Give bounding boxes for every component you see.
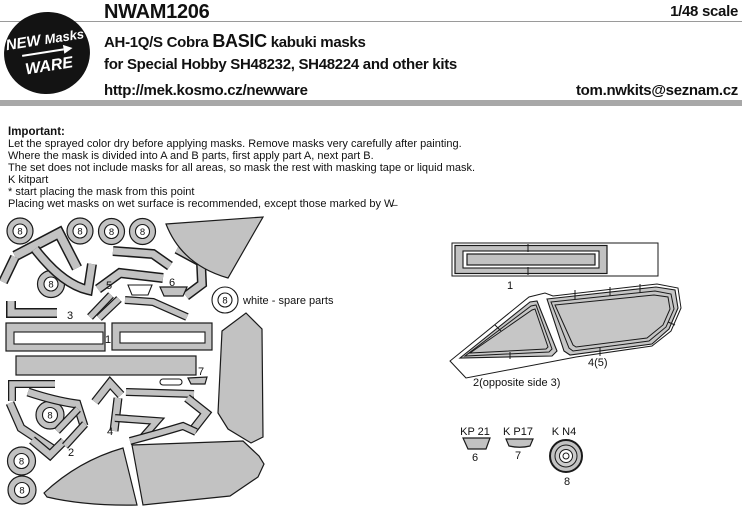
newware-logo: NEW Masks WARE xyxy=(0,5,96,101)
donut-number: 8 xyxy=(140,227,145,238)
part-label-3: 3 xyxy=(67,310,73,322)
website-link[interactable]: http://mek.kosmo.cz/newware xyxy=(104,82,308,99)
part-label-1: 1 xyxy=(105,334,111,346)
note-line: Let the sprayed color dry before applyin… xyxy=(8,138,462,150)
note-line: The set does not include masks for all a… xyxy=(8,162,476,174)
part-label-7: 7 xyxy=(198,366,204,378)
gray-trapezoid xyxy=(159,286,188,297)
kit-ref-kn4: K N4 xyxy=(552,426,576,438)
kp21-number: 6 xyxy=(472,452,478,464)
important-notes: Important: Let the sprayed color dry bef… xyxy=(8,126,568,210)
kp17-mask-shape xyxy=(505,438,534,448)
donut-number: 8 xyxy=(17,227,22,238)
spare-parts-note: white - spare parts xyxy=(242,295,334,307)
panel-masks xyxy=(5,216,265,506)
donut-number: 8 xyxy=(77,227,82,238)
tail-boom-diagram: 1 xyxy=(451,242,659,292)
tall-canopy-panel xyxy=(217,312,264,444)
logo-arrow-icon xyxy=(21,44,73,57)
title-suffix: kabuki masks xyxy=(266,34,366,51)
note-line: * start placing the mask from this point xyxy=(8,186,195,198)
tail-diagram-label: 1 xyxy=(507,280,513,292)
note-line: K kitpart xyxy=(8,174,49,186)
spare-parts-legend: 8 white - spare parts xyxy=(211,286,334,314)
placement-diagrams: 1 xyxy=(449,242,682,488)
wheel-mask-donuts: 8 8 8 8 8 8 8 8 xyxy=(6,217,157,505)
important-heading: Important: xyxy=(8,126,65,138)
kn4-number: 8 xyxy=(564,476,570,488)
donut-number: 8 xyxy=(109,227,114,238)
side-window-left xyxy=(43,447,138,506)
canopy-right-label: 4(5) xyxy=(588,357,608,369)
title-prefix: AH-1Q/S Cobra xyxy=(104,34,213,51)
header-rule xyxy=(0,21,742,22)
spare-white-trapezoid xyxy=(127,284,153,296)
kp21-mask-shape xyxy=(462,437,491,450)
kit-part-diagrams: KP 21 6 K P17 7 K N4 8 xyxy=(460,426,583,488)
canopy-window-right xyxy=(546,286,679,356)
kn4-wheel-shape xyxy=(549,439,583,473)
canopy-diagram: 4(5) 2(opposite side 3) xyxy=(449,283,682,389)
donut-number: 8 xyxy=(19,457,24,468)
note-line: Placing wet masks on wet surface is reco… xyxy=(8,198,395,210)
sheet-part-numbers: 3 1 5 6 7 2 4 xyxy=(67,277,204,459)
header-divider xyxy=(0,100,742,106)
kp17-number: 7 xyxy=(515,450,521,462)
small-gray-piece xyxy=(187,376,208,385)
kit-ref-kp21: KP 21 xyxy=(460,426,490,438)
product-code: NWAM1206 xyxy=(104,1,210,23)
wide-bar-mask xyxy=(15,355,197,376)
donut-number: 8 xyxy=(48,280,53,291)
kit-ref-kp17: K P17 xyxy=(503,426,533,438)
product-title: AH-1Q/S Cobra BASIC kabuki masks xyxy=(104,31,366,52)
email-address[interactable]: tom.nwkits@seznam.cz xyxy=(575,82,738,99)
part-label-6: 6 xyxy=(169,277,175,289)
part-label-2: 2 xyxy=(68,447,74,459)
scale-label: 1/48 scale xyxy=(670,3,738,20)
canopy-window-left xyxy=(458,300,558,359)
title-emphasis: BASIC xyxy=(212,31,267,51)
side-window-right xyxy=(131,440,265,506)
note-line: Where the mask is divided into A and B p… xyxy=(8,150,374,162)
fan-panel-mask xyxy=(165,216,265,279)
mask-edge-ticks xyxy=(494,284,676,359)
frame-strip-masks xyxy=(0,225,213,462)
canopy-left-label: 2(opposite side 3) xyxy=(473,377,560,389)
part-label-4: 4 xyxy=(107,426,113,438)
part-label-5: 5 xyxy=(106,280,112,292)
legend-number: 8 xyxy=(222,296,227,307)
kit-compatibility: for Special Hobby SH48232, SH48224 and o… xyxy=(104,56,457,73)
donut-number: 8 xyxy=(47,411,52,422)
donut-number: 8 xyxy=(19,486,24,497)
small-white-pill xyxy=(159,378,183,386)
mask-sheet: 8 8 8 8 8 8 8 8 8 white - spare parts xyxy=(0,216,334,506)
